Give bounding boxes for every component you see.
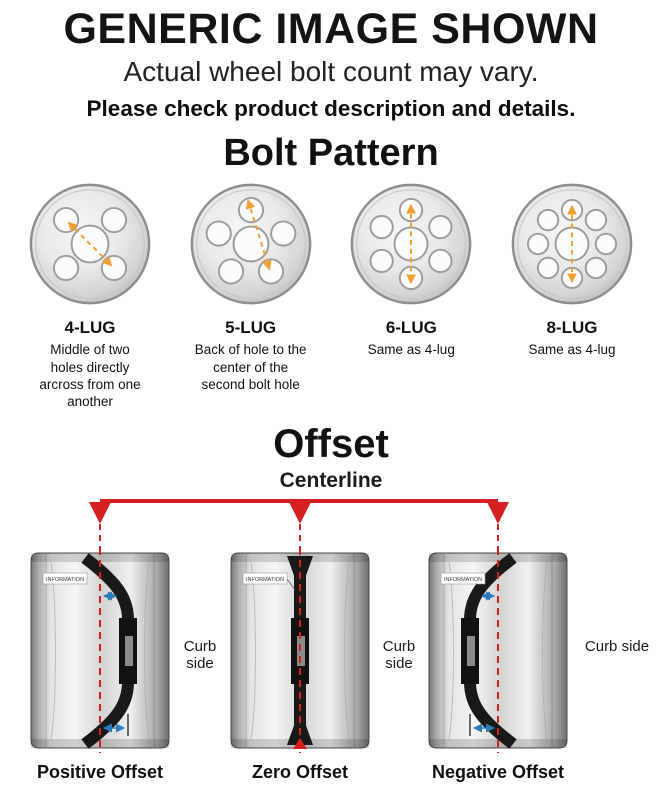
4-lug-wheel-diagram [29, 183, 151, 305]
disclaimer-note: Please check product description and det… [86, 96, 576, 122]
centerline-callout [89, 499, 509, 551]
8-lug-wheel-diagram [511, 183, 633, 305]
rim-info-text: INFORMATION [246, 577, 284, 583]
measurement-line [245, 199, 272, 271]
lug-description: Back of hole to the center of the second… [194, 342, 307, 392]
zero-offset-pointer-icon [293, 738, 307, 750]
5-lug-wheel-diagram [190, 183, 311, 305]
rim-info-text: INFORMATION [444, 577, 482, 583]
bolt-pattern-title: Bolt Pattern [223, 132, 439, 175]
measurement-line [67, 221, 113, 267]
lug-figure-4: 4-LUG Middle of two holes directly arcro… [12, 181, 168, 410]
lug-figure-8: 8-LUG Same as 4-lug [494, 181, 650, 410]
offset-section: Offset Centerline INFORMATION [0, 422, 662, 794]
offset-title: Offset [273, 422, 389, 467]
lug-description: Same as 4-lug [367, 342, 455, 358]
lug-figure-5: 5-LUG Back of hole to the center of the … [173, 181, 329, 410]
lug-label: 4-LUG [64, 318, 116, 338]
bolt-pattern-diagrams: 4-LUG Middle of two holes directly arcro… [0, 181, 662, 410]
page-title: GENERIC IMAGE SHOWN [63, 5, 599, 53]
curb-side-label: Curb side [183, 638, 217, 673]
lug-figure-6: 6-LUG Same as 4-lug [333, 181, 489, 410]
offset-label-positive: Positive Offset [36, 762, 164, 783]
centerline-pointer-icon [487, 502, 509, 525]
centerline-pointer-icon [89, 502, 111, 525]
lug-label: 5-LUG [225, 318, 277, 338]
lug-label: 8-LUG [546, 318, 598, 338]
lug-description: Same as 4-lug [528, 342, 616, 358]
negative-offset-diagram: INFORMATION [428, 548, 568, 754]
lug-label: 6-LUG [385, 318, 437, 338]
positive-offset-diagram: INFORMATION [30, 548, 170, 754]
offset-label-negative: Negative Offset [431, 762, 565, 783]
header: GENERIC IMAGE SHOWN Actual wheel bolt co… [0, 0, 662, 122]
rim-info-text: INFORMATION [46, 577, 84, 583]
centerline-pointer-icon [289, 502, 311, 525]
curb-side-label: Curb side [584, 638, 650, 656]
centerline-label: Centerline [279, 469, 383, 493]
subtitle: Actual wheel bolt count may vary. [123, 56, 539, 88]
curb-side-label: Curb side [382, 638, 416, 673]
zero-offset-diagram: INFORMATION [230, 548, 370, 754]
6-lug-wheel-diagram [350, 183, 472, 305]
lug-description: Middle of two holes directly arcross fro… [39, 342, 141, 410]
offset-label-zero: Zero Offset [251, 762, 348, 783]
